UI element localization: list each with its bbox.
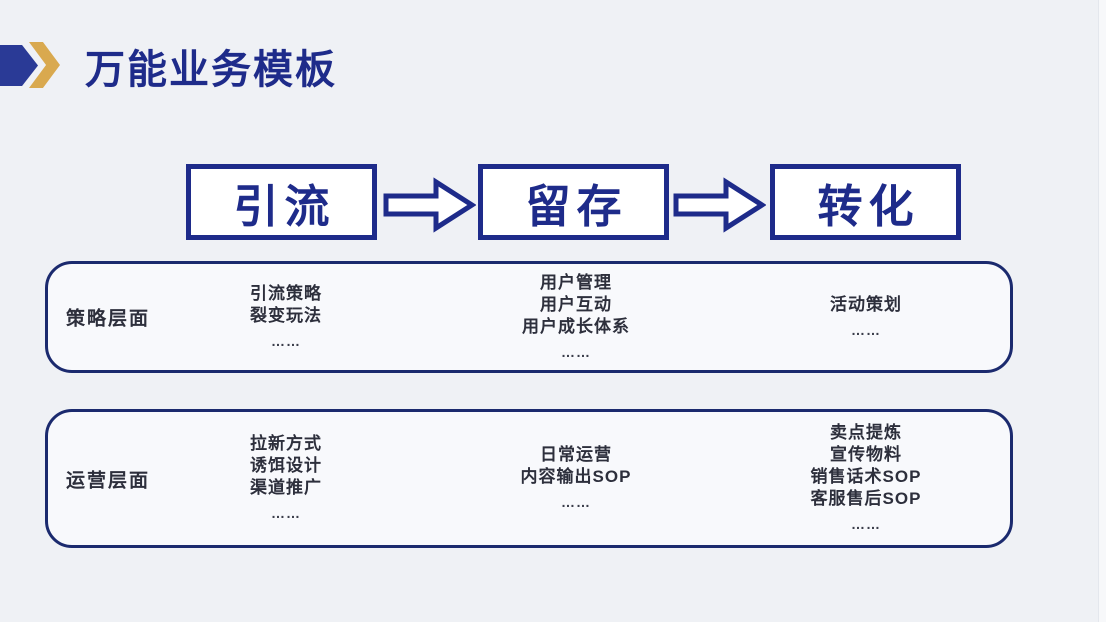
list-item: 活动策划 <box>830 294 902 314</box>
arrow-pentagon-icon <box>0 45 38 86</box>
list-item: 日常运营 <box>540 445 612 464</box>
operations-retain-list: 日常运营内容输出SOP …… <box>466 412 686 545</box>
list-item: 诱饵设计 <box>250 456 322 475</box>
operations-convert-list: 卖点提炼宣传物料销售话术SOP 客服售后SOP …… <box>756 412 976 545</box>
strategy-attract-list: 引流策略裂变玩法 …… <box>176 264 396 370</box>
operations-panel: 运营层面 拉新方式诱饵设计渠道推广 …… 日常运营内容输出SOP …… 卖点提炼宣传… <box>45 409 1013 548</box>
flow-step-convert: 转化 <box>770 164 961 240</box>
list-item: 引流策略 <box>250 283 322 303</box>
block-arrow-right-icon <box>383 177 476 233</box>
strategy-convert-list: 活动策划 …… <box>756 264 976 370</box>
list-item: …… <box>561 343 591 360</box>
slide-right-edge <box>1098 0 1106 622</box>
operations-attract-list: 拉新方式诱饵设计渠道推广 …… <box>176 412 396 545</box>
flow-step-label: 引流 <box>233 180 336 232</box>
list-item: …… <box>271 505 301 521</box>
list-item: 渠道推广 <box>250 478 322 497</box>
list-item: 用户互动 <box>540 294 612 314</box>
list-item: 销售话术SOP <box>810 467 922 486</box>
block-arrow-right-icon <box>673 177 766 233</box>
row-label-strategy: 策略层面 <box>66 308 151 330</box>
page-title: 万能业务模板 <box>85 48 337 92</box>
flow-step-attract: 引流 <box>186 164 377 240</box>
list-item: …… <box>561 494 591 510</box>
list-item: 拉新方式 <box>250 434 322 453</box>
list-item: 用户成长体系 <box>522 316 630 336</box>
list-item: 内容输出SOP <box>520 467 632 486</box>
list-item: 裂变玩法 <box>250 305 322 325</box>
list-item: 客服售后SOP <box>810 489 922 508</box>
list-item: 卖点提炼 <box>830 423 902 442</box>
flow-step-retain: 留存 <box>478 164 669 240</box>
strategy-panel: 策略层面 引流策略裂变玩法 …… 用户管理用户互动用户成长体系 …… 活动策划 …… <box>45 261 1013 373</box>
list-item: …… <box>271 332 301 349</box>
list-item: …… <box>851 516 881 532</box>
flow-step-label: 转化 <box>817 180 920 232</box>
row-label-operations: 运营层面 <box>66 470 151 491</box>
strategy-retain-list: 用户管理用户互动用户成长体系 …… <box>466 264 686 370</box>
flow-step-label: 留存 <box>525 180 628 232</box>
list-item: 宣传物料 <box>830 445 902 464</box>
list-item: …… <box>851 321 881 338</box>
list-item: 用户管理 <box>540 272 612 292</box>
